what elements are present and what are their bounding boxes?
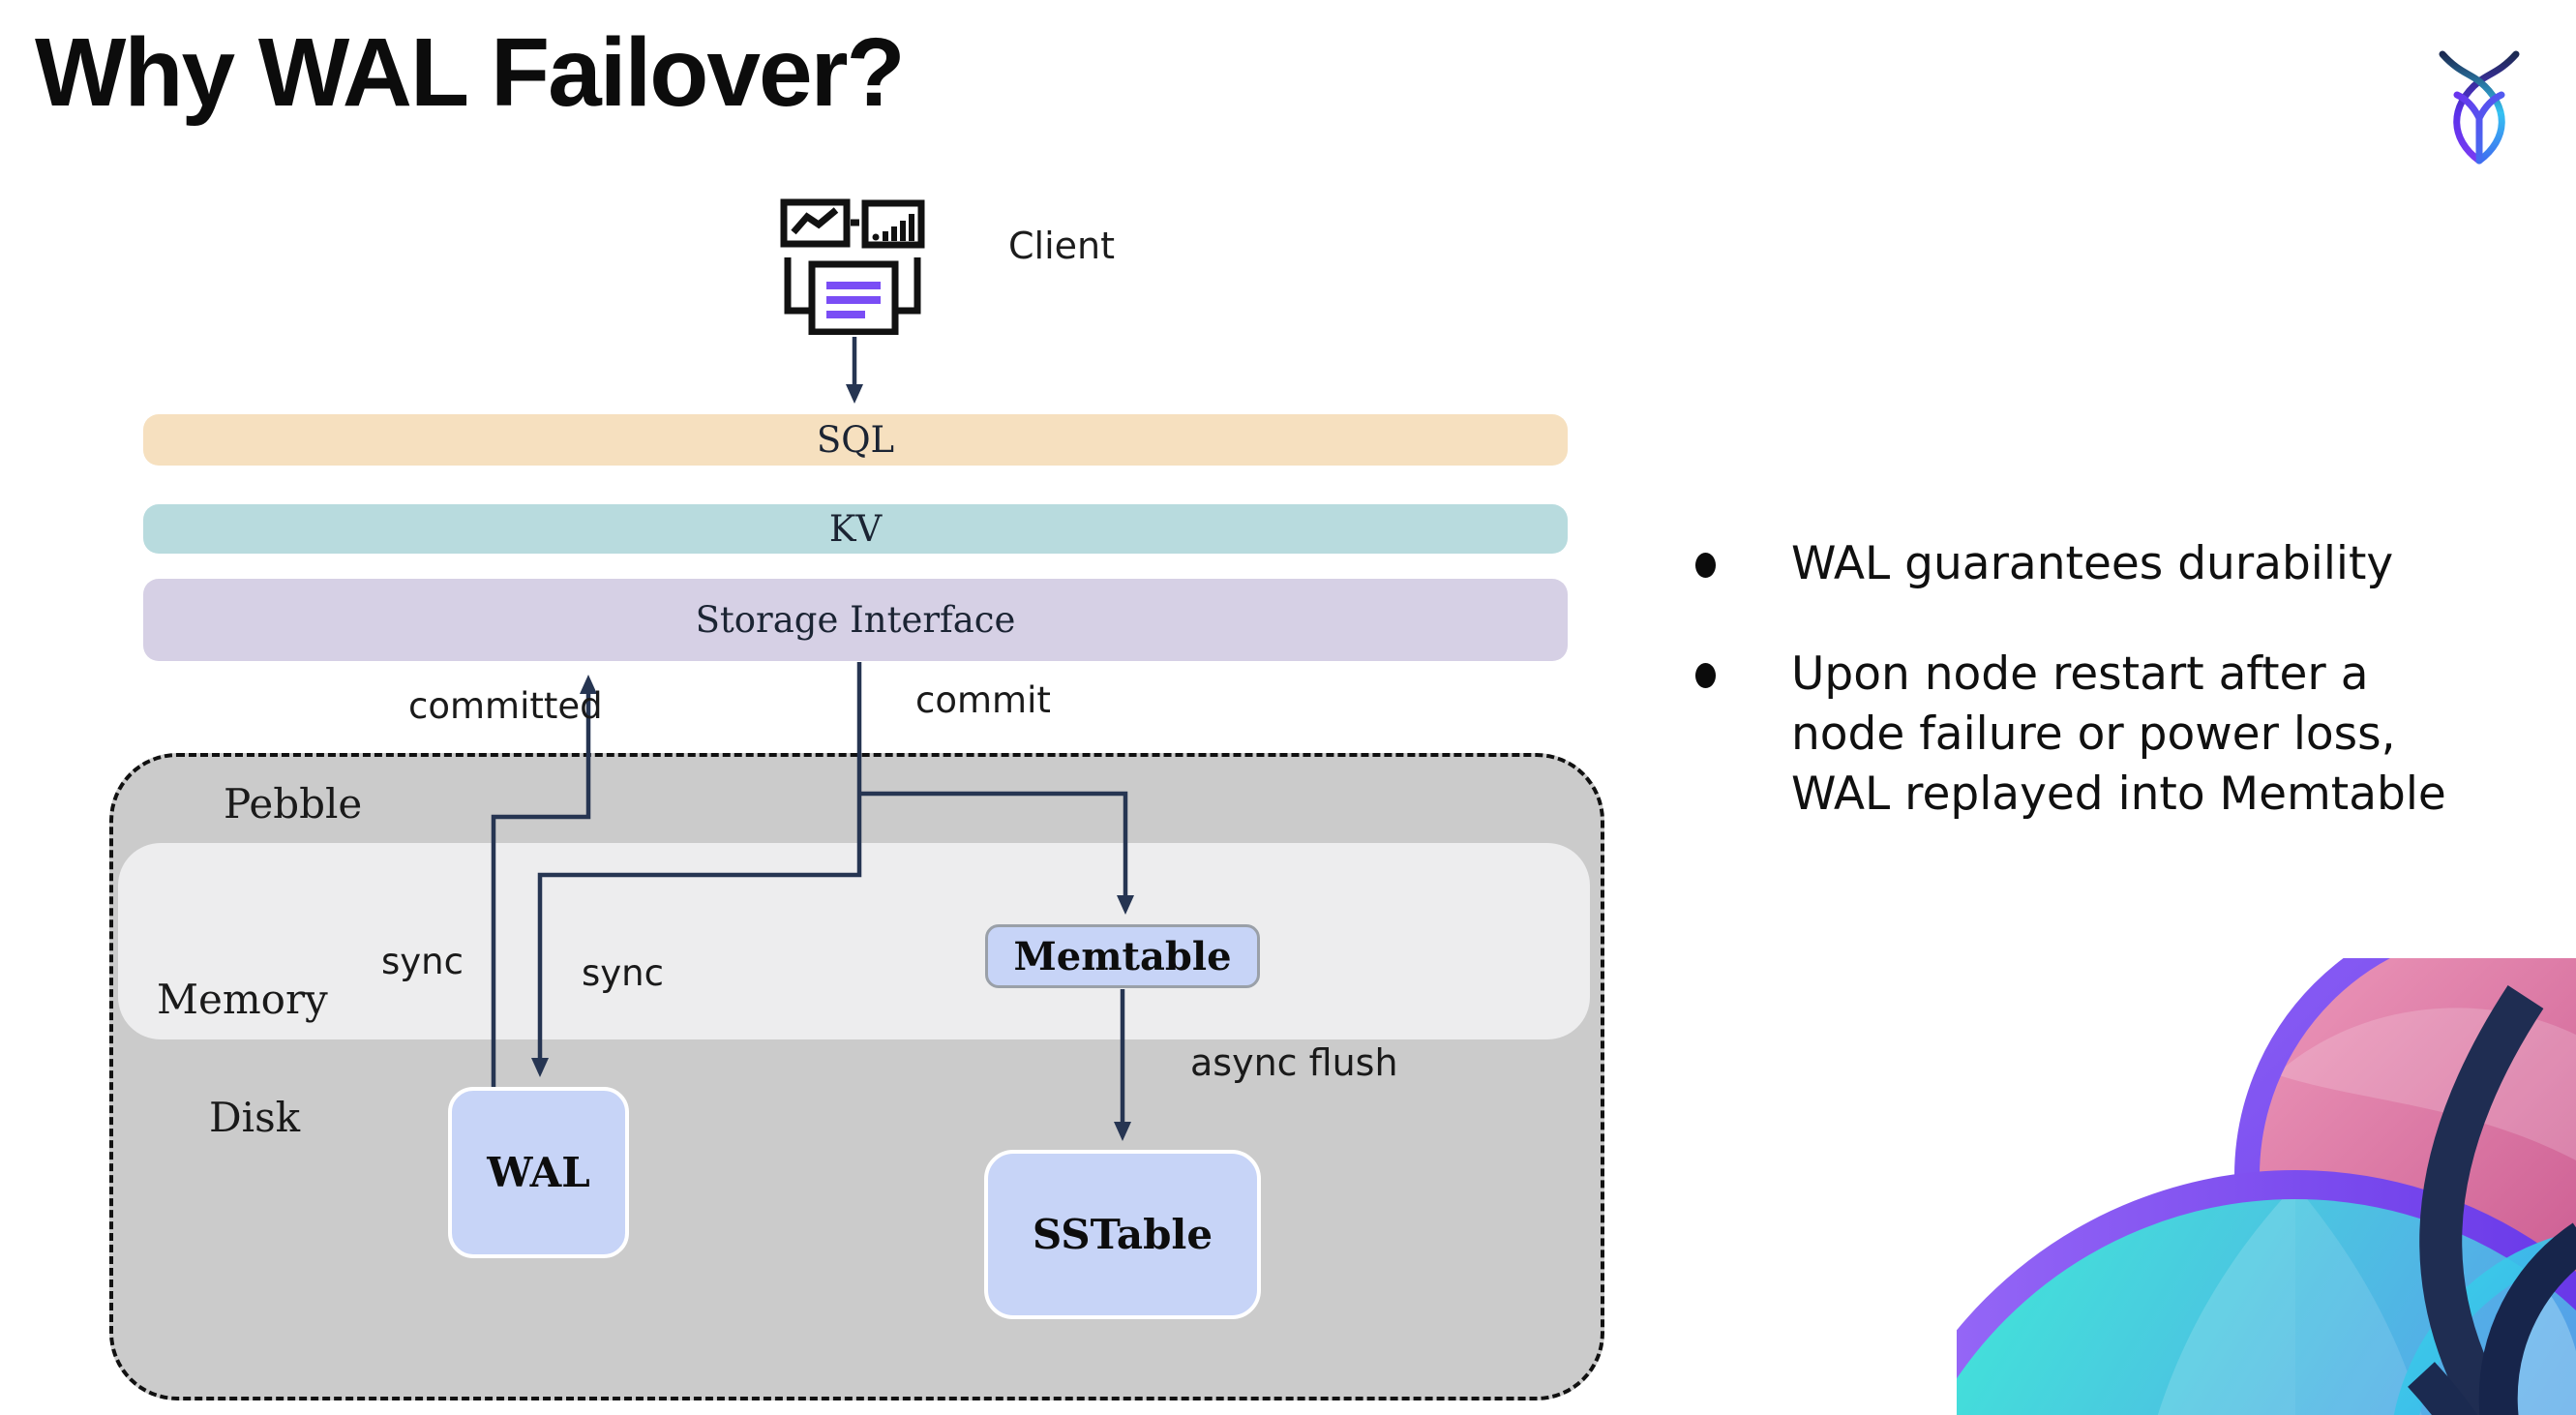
layer-storage-label: Storage Interface [695, 599, 1016, 641]
arrow-committed-up [491, 675, 597, 1087]
arrow-commit-to-memtable [859, 791, 1134, 915]
bullet-dot-icon [1695, 553, 1716, 578]
wal-box: WAL [448, 1087, 629, 1258]
layer-sql: SQL [143, 414, 1568, 466]
commit-label: commit [915, 679, 1051, 721]
async-flush-label: async flush [1190, 1041, 1398, 1084]
list-item: WAL guarantees durability [1695, 534, 2566, 594]
corner-brand-artwork [1957, 958, 2576, 1415]
memtable-box: Memtable [985, 924, 1260, 988]
sstable-box: SSTable [984, 1150, 1261, 1319]
layer-kv: KV [143, 504, 1568, 554]
layer-sql-label: SQL [816, 419, 895, 461]
cockroachdb-logo-icon [2439, 50, 2520, 165]
arrow-commit-sync-to-wal [531, 662, 862, 1077]
bullet-list: WAL guarantees durability Upon node rest… [1695, 534, 2566, 875]
page-title: Why WAL Failover? [35, 18, 906, 127]
bullet-text: WAL guarantees durability [1791, 537, 2394, 590]
memory-label: Memory [157, 976, 328, 1023]
pebble-label: Pebble [224, 780, 363, 828]
committed-label: committed [408, 685, 603, 727]
disk-label: Disk [209, 1094, 301, 1141]
list-item: Upon node restart after a node failure o… [1695, 645, 2566, 825]
bullet-dot-icon [1695, 663, 1716, 688]
sync-right-label: sync [582, 952, 664, 994]
layer-kv-label: KV [828, 508, 883, 550]
memtable-label: Memtable [1013, 933, 1232, 979]
client-label: Client [1008, 225, 1116, 267]
sync-left-label: sync [381, 941, 464, 982]
client-workstation-icon [780, 198, 925, 335]
layer-storage-interface: Storage Interface [143, 579, 1568, 661]
bullet-text: Upon node restart after a node failure o… [1791, 647, 2446, 821]
wal-label: WAL [487, 1149, 590, 1196]
sstable-label: SSTable [1032, 1211, 1213, 1258]
